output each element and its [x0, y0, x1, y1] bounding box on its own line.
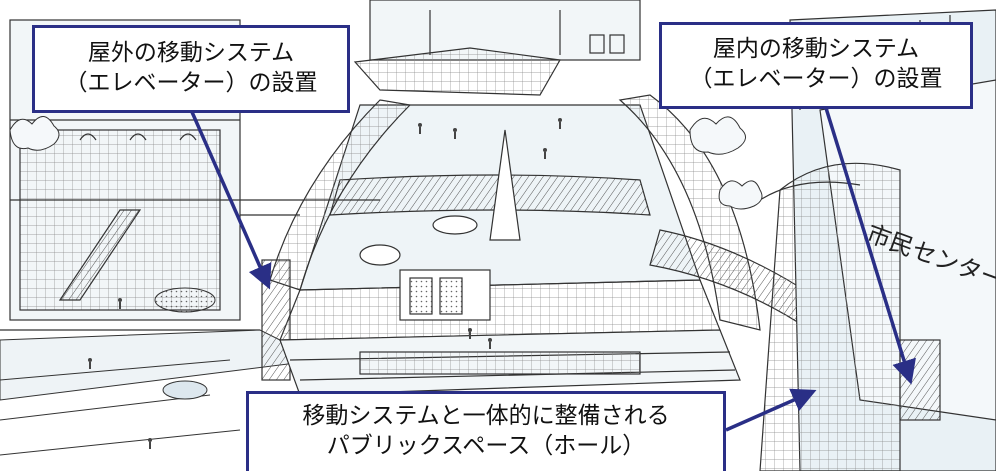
public-space-callout-line2: パブリックスペース（ホール） [326, 433, 646, 460]
public-space-arrow [725, 388, 817, 432]
left-walkway [240, 99, 412, 381]
indoor-elevator-arrow [824, 107, 916, 385]
people [88, 118, 562, 449]
callout-arrows [190, 107, 916, 432]
outdoor-elevator-arrow [190, 111, 272, 290]
left-ground [0, 287, 322, 456]
indoor-elevator-callout-line2: （エレベーター）の設置 [689, 66, 943, 93]
trees [9, 116, 763, 210]
indoor-elevator-callout-line1: 屋内の移動システム [712, 36, 920, 62]
central-canopy [353, 0, 641, 96]
outdoor-elevator-callout-line1: 屋外の移動システム [87, 40, 295, 66]
outdoor-elevator-callout-line2: （エレベーター）の設置 [64, 70, 318, 97]
public-space-callout: 移動システムと一体的に整備される パブリックスペース（ホール） [246, 391, 726, 471]
public-space-callout-line1: 移動システムと一体的に整備される [302, 403, 670, 429]
right-building [759, 9, 996, 471]
indoor-elevator-callout: 屋内の移動システム （エレベーター）の設置 [659, 22, 973, 109]
outdoor-elevator-callout: 屋外の移動システム （エレベーター）の設置 [32, 25, 350, 113]
lower-deck [279, 329, 741, 396]
plaza-deck [279, 104, 721, 341]
